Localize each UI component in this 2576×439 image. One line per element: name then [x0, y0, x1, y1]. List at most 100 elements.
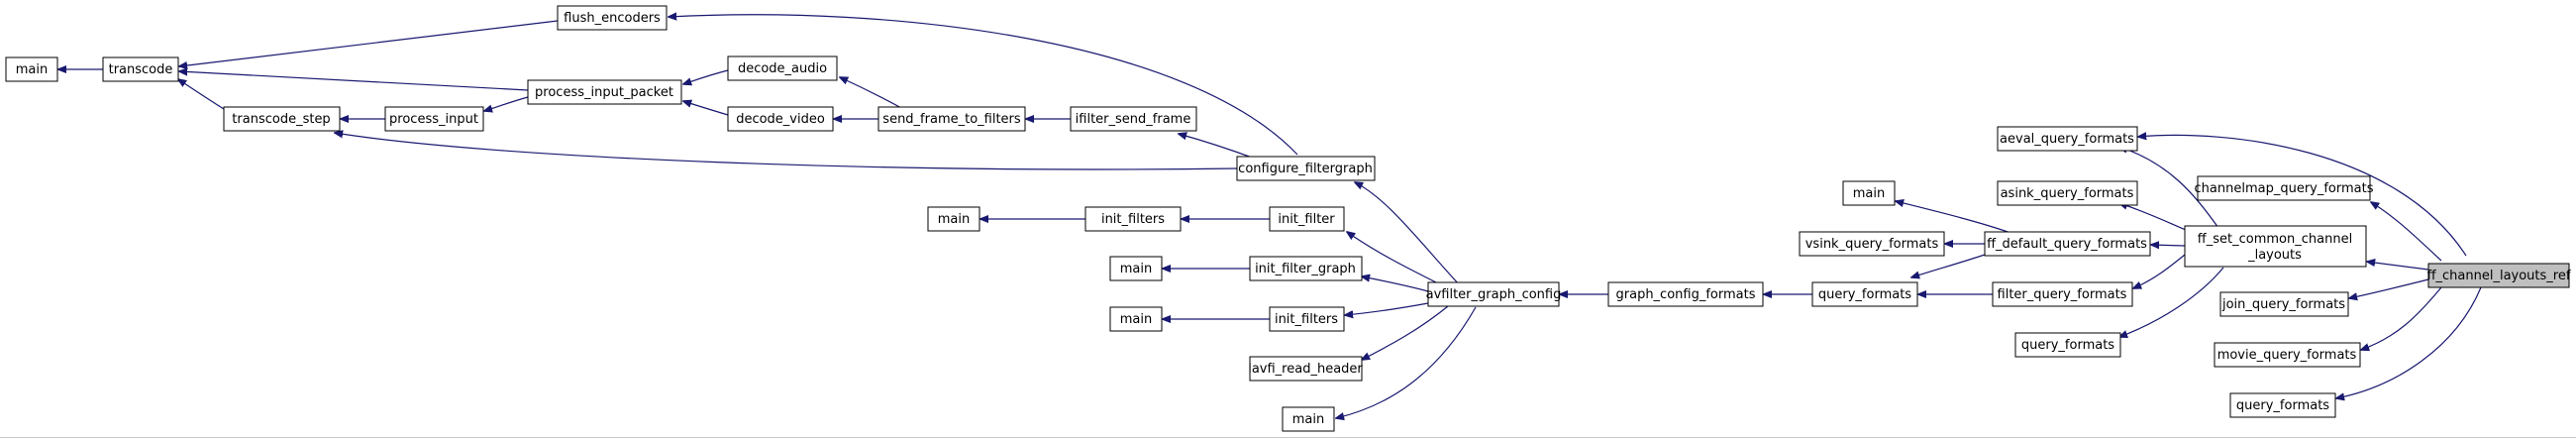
edge-configure-transcode_step [335, 133, 1238, 170]
node-init_filters[interactable]: init_filters [1084, 206, 1182, 232]
node-label: ifilter_send_frame [1076, 112, 1191, 127]
edge-ff_set-query_formats_b [2119, 267, 2224, 337]
node-label: main [938, 212, 970, 227]
node-init_filter_graph[interactable]: init_filter_graph [1249, 256, 1363, 281]
node-join_query_formats[interactable]: join_query_formats [2219, 291, 2349, 317]
node-transcode[interactable]: transcode [102, 56, 179, 82]
node-ff_set_common_channel_layouts[interactable]: ff_set_common_channel _layouts [2184, 225, 2367, 268]
node-label: main [1292, 412, 1324, 427]
nodes: main transcode flush_encoders process_in… [5, 5, 2571, 432]
node-query_formats[interactable]: query_formats [2014, 332, 2121, 358]
node-label: main [1853, 186, 1885, 201]
node-label: transcode [109, 62, 173, 77]
node-query_formats[interactable]: query_formats [1811, 281, 1918, 307]
node-decode_video[interactable]: decode_video [727, 106, 834, 132]
node-lavfi_read_header[interactable]: lavfi_read_header [1248, 356, 1363, 382]
node-main[interactable]: main [1109, 306, 1163, 332]
node-label: init_filters [1101, 212, 1165, 227]
node-label: ff_channel_layouts_ref [2427, 269, 2571, 283]
node-label: decode_video [736, 112, 825, 127]
node-label: main [1120, 312, 1152, 327]
node-init_filters[interactable]: init_filters [1269, 306, 1345, 332]
edge-root-movie [2361, 286, 2442, 350]
edge-root-ff_set [2367, 262, 2429, 271]
edges [58, 15, 2482, 418]
node-transcode_step[interactable]: transcode_step [223, 106, 341, 132]
node-label: join_query_formats [2221, 297, 2345, 312]
node-process_input_packet[interactable]: process_input_packet [527, 79, 682, 105]
edge-ff_set-filter_query [2133, 254, 2186, 288]
edge-avfilter-lavfi [1362, 305, 1449, 360]
edge-flush_encoders-transcode [179, 20, 559, 66]
node-label: aeval_query_formats [2000, 132, 2134, 147]
node-label: configure_filtergraph [1238, 162, 1373, 176]
node-query_formats[interactable]: query_formats [2229, 392, 2336, 418]
edge-avfilter-main_e [1336, 306, 1477, 418]
node-label: _layouts [2247, 248, 2302, 263]
node-init_filter[interactable]: init_filter [1269, 206, 1345, 232]
node-filter_query_formats[interactable]: filter_query_formats [1992, 281, 2133, 307]
edge-root-channelmap [2371, 202, 2442, 262]
edge-avfilter-configure [1355, 182, 1461, 286]
node-process_input[interactable]: process_input [384, 106, 484, 132]
edge-configure-ifilter [1179, 134, 1256, 160]
node-vsink_query_formats[interactable]: vsink_query_formats [1799, 231, 1945, 257]
edge-transcode_step-transcode [178, 79, 225, 110]
node-label: ff_default_query_formats [1987, 237, 2147, 252]
node-ff_channel_layouts_ref[interactable]: ff_channel_layouts_ref [2427, 263, 2571, 288]
node-label: avfilter_graph_config [1426, 287, 1562, 302]
edge-decode_audio-process_input_packet [683, 69, 729, 84]
node-label: query_formats [2236, 398, 2329, 413]
node-label: process_input_packet [535, 85, 673, 100]
node-configure_filtergraph[interactable]: configure_filtergraph [1236, 156, 1376, 181]
node-label: main [16, 62, 48, 77]
edge-ff_default-query_formats_a [1911, 254, 1986, 277]
edge-ff_set-aeval [2119, 147, 2219, 229]
edge-process_input_packet-transcode [179, 71, 529, 91]
node-main[interactable]: main [1842, 180, 1896, 206]
node-movie_query_formats[interactable]: movie_query_formats [2214, 342, 2361, 368]
node-label: process_input [389, 112, 478, 127]
edge-ff_default-main_f [1896, 201, 2014, 235]
node-label: main [1120, 262, 1152, 276]
edge-avfilter-init_filters_b [1345, 302, 1429, 315]
node-label: channelmap_query_formats [2195, 181, 2374, 196]
node-label: vsink_query_formats [1805, 237, 1939, 252]
node-channelmap_query_formats[interactable]: channelmap_query_formats [2195, 175, 2374, 201]
node-label: ff_set_common_channel [2198, 232, 2352, 247]
node-flush_encoders[interactable]: flush_encoders [557, 5, 668, 31]
node-label: transcode_step [232, 112, 330, 127]
node-ff_default_query_formats[interactable]: ff_default_query_formats [1984, 231, 2151, 257]
edge-configure-flush_encoders [669, 15, 1298, 156]
node-ifilter_send_frame[interactable]: ifilter_send_frame [1070, 106, 1197, 132]
node-label: lavfi_read_header [1248, 362, 1363, 377]
node-label: send_frame_to_filters [882, 112, 1021, 127]
divider [0, 437, 2576, 438]
node-avfilter_graph_config[interactable]: avfilter_graph_config [1426, 281, 1562, 307]
edge-decode_video-process_input_packet [683, 101, 729, 116]
node-decode_audio[interactable]: decode_audio [727, 55, 838, 81]
node-label: init_filter [1278, 212, 1335, 227]
node-main[interactable]: main [5, 56, 58, 82]
node-label: init_filters [1275, 312, 1338, 327]
node-label: flush_encoders [564, 11, 661, 26]
edge-root-query_formats_c [2336, 286, 2482, 398]
node-main[interactable]: main [927, 206, 980, 232]
node-label: decode_audio [738, 61, 827, 76]
node-main[interactable]: main [1109, 256, 1163, 281]
node-send_frame_to_filters[interactable]: send_frame_to_filters [877, 106, 1026, 132]
node-label: filter_query_formats [1998, 287, 2127, 302]
node-label: asink_query_formats [2001, 186, 2134, 201]
node-aeval_query_formats[interactable]: aeval_query_formats [1997, 126, 2138, 152]
node-label: init_filter_graph [1255, 262, 1356, 276]
node-graph_config_formats[interactable]: graph_config_formats [1607, 281, 1764, 307]
edge-ff_set-asink [2119, 203, 2194, 234]
edge-ff_set-ff_default [2151, 245, 2186, 246]
node-main[interactable]: main [1282, 406, 1335, 432]
edge-root-aeval [2138, 135, 2467, 257]
node-asink_query_formats[interactable]: asink_query_formats [1997, 180, 2138, 206]
edge-root-join [2349, 278, 2429, 298]
edge-avfilter-init_filter_graph [1362, 276, 1429, 292]
edge-process_input_packet-process_input [484, 96, 529, 111]
